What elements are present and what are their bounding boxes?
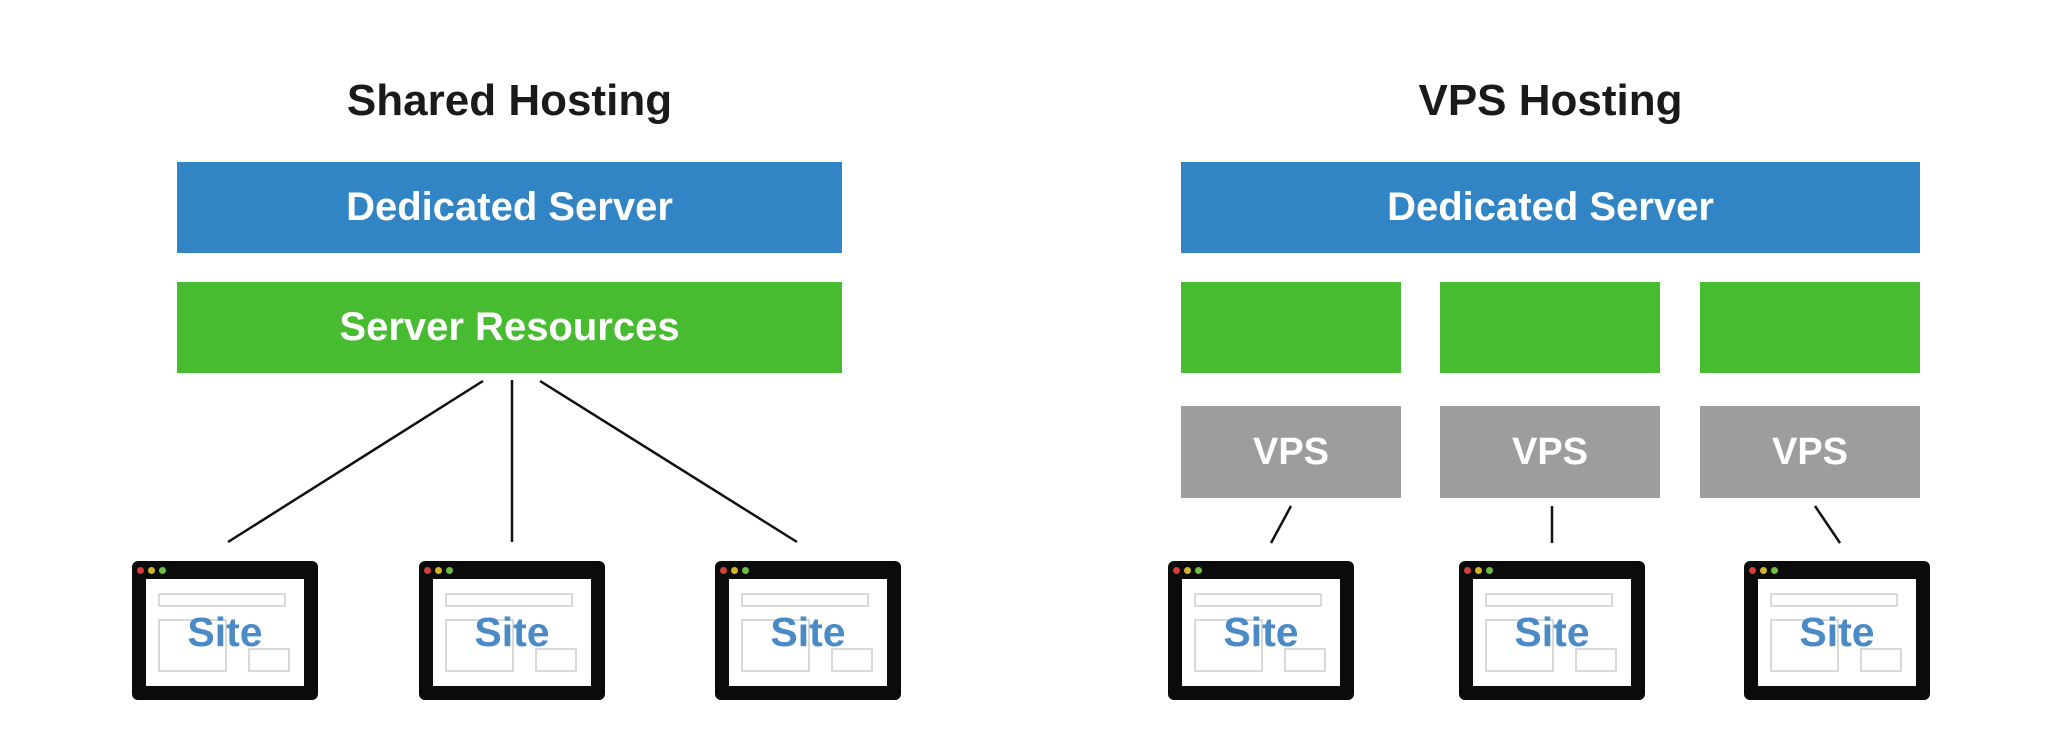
wireframe-content-box [741,619,810,672]
vps-hosting-title: VPS Hosting [1418,75,1683,125]
vps-box: VPS [1440,406,1660,498]
window-dot-green-icon [1486,567,1493,574]
connector-line [1269,505,1293,544]
wireframe-content-box [1770,619,1839,672]
wireframe-header-box [1770,593,1898,607]
site-label: Site [1799,609,1875,655]
site-label: Site [770,609,846,655]
window-dot-green-icon [159,567,166,574]
window-dot-green-icon [1195,567,1202,574]
wireframe-sidebar-box [831,648,873,672]
site-page: Site [1473,579,1631,686]
dedicated-server-bar-shared: Dedicated Server [177,162,842,253]
window-dot-red-icon [720,567,727,574]
window-dot-red-icon [1173,567,1180,574]
site-label: Site [1514,609,1590,655]
window-dot-yellow-icon [148,567,155,574]
window-dot-green-icon [1771,567,1778,574]
resource-slice-box [1700,282,1920,373]
window-dot-green-icon [446,567,453,574]
shared-hosting-title: Shared Hosting [346,75,673,125]
wireframe-header-box [1485,593,1613,607]
vps-label: VPS [1252,430,1330,473]
window-dot-red-icon [424,567,431,574]
site-page: Site [433,579,591,686]
window-dot-yellow-icon [1184,567,1191,574]
site-browser-window: Site [1168,561,1354,700]
window-dot-yellow-icon [731,567,738,574]
window-dot-yellow-icon [1475,567,1482,574]
window-dot-red-icon [137,567,144,574]
window-dot-yellow-icon [1760,567,1767,574]
server-resources-bar: Server Resources [177,282,842,373]
site-page: Site [1182,579,1340,686]
window-dot-red-icon [1464,567,1471,574]
window-dot-yellow-icon [435,567,442,574]
vps-label: VPS [1771,430,1849,473]
site-browser-window: Site [1459,561,1645,700]
site-label: Site [187,609,263,655]
wireframe-header-box [445,593,573,607]
site-browser-window: Site [715,561,901,700]
connector-line [539,379,798,544]
site-page: Site [1758,579,1916,686]
wireframe-sidebar-box [1284,648,1326,672]
wireframe-header-box [158,593,286,607]
site-page: Site [729,579,887,686]
wireframe-content-box [158,619,227,672]
vps-label: VPS [1511,430,1589,473]
vps-box: VPS [1181,406,1401,498]
wireframe-sidebar-box [1860,648,1902,672]
connector-line [227,379,484,544]
resource-slice-box [1181,282,1401,373]
wireframe-content-box [1194,619,1263,672]
site-page: Site [146,579,304,686]
connector-line [1813,505,1842,544]
wireframe-sidebar-box [535,648,577,672]
wireframe-sidebar-box [1575,648,1617,672]
vps-box: VPS [1700,406,1920,498]
dedicated-server-label: Dedicated Server [346,185,673,229]
site-label: Site [1223,609,1299,655]
wireframe-sidebar-box [248,648,290,672]
wireframe-header-box [741,593,869,607]
server-resources-label: Server Resources [339,305,680,349]
window-dot-green-icon [742,567,749,574]
site-browser-window: Site [1744,561,1930,700]
window-dot-red-icon [1749,567,1756,574]
dedicated-server-bar-vps: Dedicated Server [1181,162,1920,253]
site-label: Site [474,609,550,655]
site-browser-window: Site [132,561,318,700]
resource-slice-box [1440,282,1660,373]
site-browser-window: Site [419,561,605,700]
wireframe-header-box [1194,593,1322,607]
dedicated-server-label: Dedicated Server [1387,185,1714,229]
wireframe-content-box [1485,619,1554,672]
wireframe-content-box [445,619,514,672]
